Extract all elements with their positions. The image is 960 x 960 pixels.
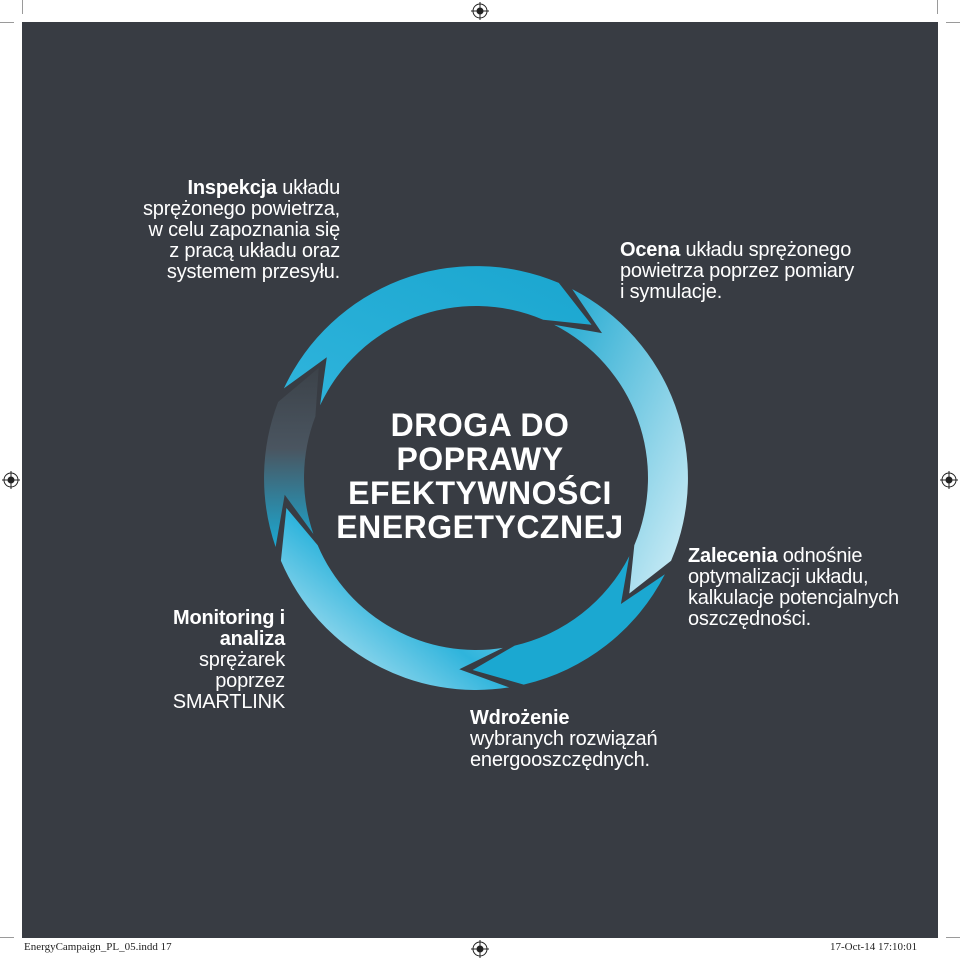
- crop-mark: [22, 0, 23, 14]
- step-text: wybranych rozwiązań: [470, 728, 658, 750]
- title-line: POPRAWY: [396, 441, 564, 477]
- step-text: systemem przesyłu.: [166, 261, 340, 283]
- step-text: SMARTLINK: [172, 691, 286, 713]
- crop-mark: [0, 22, 14, 23]
- step-text: powietrza poprzez pomiary: [620, 260, 854, 282]
- step-zalecenia: Zalecenia odnośnie optymalizacji układu,…: [688, 546, 928, 630]
- crop-mark: [0, 937, 14, 938]
- ring-segment-wdrozenie: [280, 508, 510, 691]
- step-text: w celu zapoznania się: [148, 219, 341, 241]
- ring-segments: [264, 266, 688, 691]
- crop-mark: [937, 0, 938, 14]
- step-lead: analiza: [219, 628, 286, 650]
- ring-segment-inspekcja: [283, 266, 592, 406]
- registration-mark-icon: [940, 471, 958, 489]
- registration-mark-icon: [471, 940, 489, 958]
- step-text: poprzez: [215, 670, 285, 692]
- registration-mark-icon: [2, 471, 20, 489]
- title-line: DROGA DO: [390, 407, 570, 443]
- registration-mark-icon: [471, 2, 489, 20]
- step-text: układu: [276, 177, 340, 199]
- step-text: optymalizacji układu,: [688, 566, 869, 588]
- step-lead: Ocena: [620, 239, 681, 261]
- step-text: oszczędności.: [688, 608, 812, 630]
- crop-mark: [946, 937, 960, 938]
- step-lead: Inspekcja: [187, 177, 278, 199]
- title-line: ENERGETYCZNEJ: [336, 509, 624, 545]
- step-lead: Monitoring i: [172, 607, 285, 629]
- ring-segment-monitoring: [264, 367, 319, 547]
- step-text: sprężarek: [198, 649, 285, 671]
- step-text: z pracą układu oraz: [169, 240, 340, 262]
- timestamp: 17-Oct-14 17:10:01: [830, 941, 918, 953]
- step-text: układu sprężonego: [680, 239, 852, 261]
- step-ocena: Ocena układu sprężonego powietrza poprze…: [620, 240, 880, 303]
- ring-segment-zalecenia: [472, 556, 665, 685]
- diagram-panel: [22, 22, 938, 938]
- step-text: energooszczędnych.: [470, 749, 650, 771]
- step-text: sprężonego powietrza,: [142, 198, 340, 220]
- step-lead: Zalecenia: [688, 545, 778, 567]
- step-text: i symulacje.: [620, 281, 723, 303]
- step-lead: Wdrożenie: [470, 707, 570, 729]
- step-text: odnośnie: [777, 545, 863, 567]
- file-slug: EnergyCampaign_PL_05.indd 17: [24, 941, 172, 953]
- diagram-title: DROGA DO POPRAWY EFEKTYWNOŚCI ENERGETYCZ…: [330, 408, 630, 544]
- ring-segment-ocena: [554, 289, 688, 594]
- title-line: EFEKTYWNOŚCI: [348, 475, 612, 511]
- step-inspekcja: Inspekcja układu sprężonego powietrza, w…: [110, 178, 340, 283]
- step-monitoring: Monitoring i analiza sprężarek poprzez S…: [130, 607, 286, 713]
- step-wdrozenie: Wdrożenie wybranych rozwiązań energooszc…: [470, 708, 690, 771]
- step-text: kalkulacje potencjalnych: [688, 587, 899, 609]
- crop-mark: [946, 22, 960, 23]
